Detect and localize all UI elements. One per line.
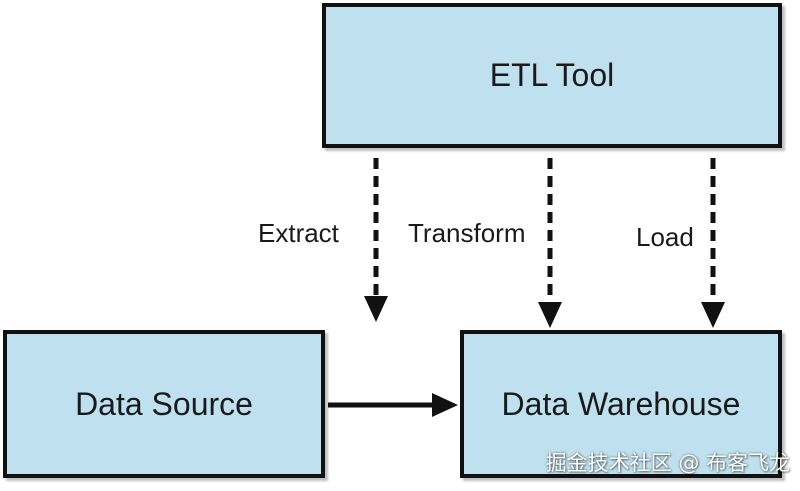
load-label: Load — [636, 222, 694, 252]
load-arrow — [701, 158, 725, 328]
transform-label: Transform — [408, 218, 526, 248]
etl-tool-label: ETL Tool — [489, 57, 615, 93]
extract-label: Extract — [258, 218, 339, 248]
extract-arrow — [364, 158, 388, 322]
watermark: 掘金技术社区 @ 布客飞龙 — [545, 451, 790, 475]
data-warehouse-box: Data Warehouse — [460, 330, 782, 478]
transform-arrow — [538, 158, 562, 328]
source-to-warehouse-arrow — [328, 393, 458, 417]
data-source-box: Data Source — [3, 330, 325, 478]
data-warehouse-label: Data Warehouse — [501, 385, 741, 422]
etl-tool-box: ETL Tool — [322, 3, 782, 148]
data-source-label: Data Source — [75, 385, 253, 422]
